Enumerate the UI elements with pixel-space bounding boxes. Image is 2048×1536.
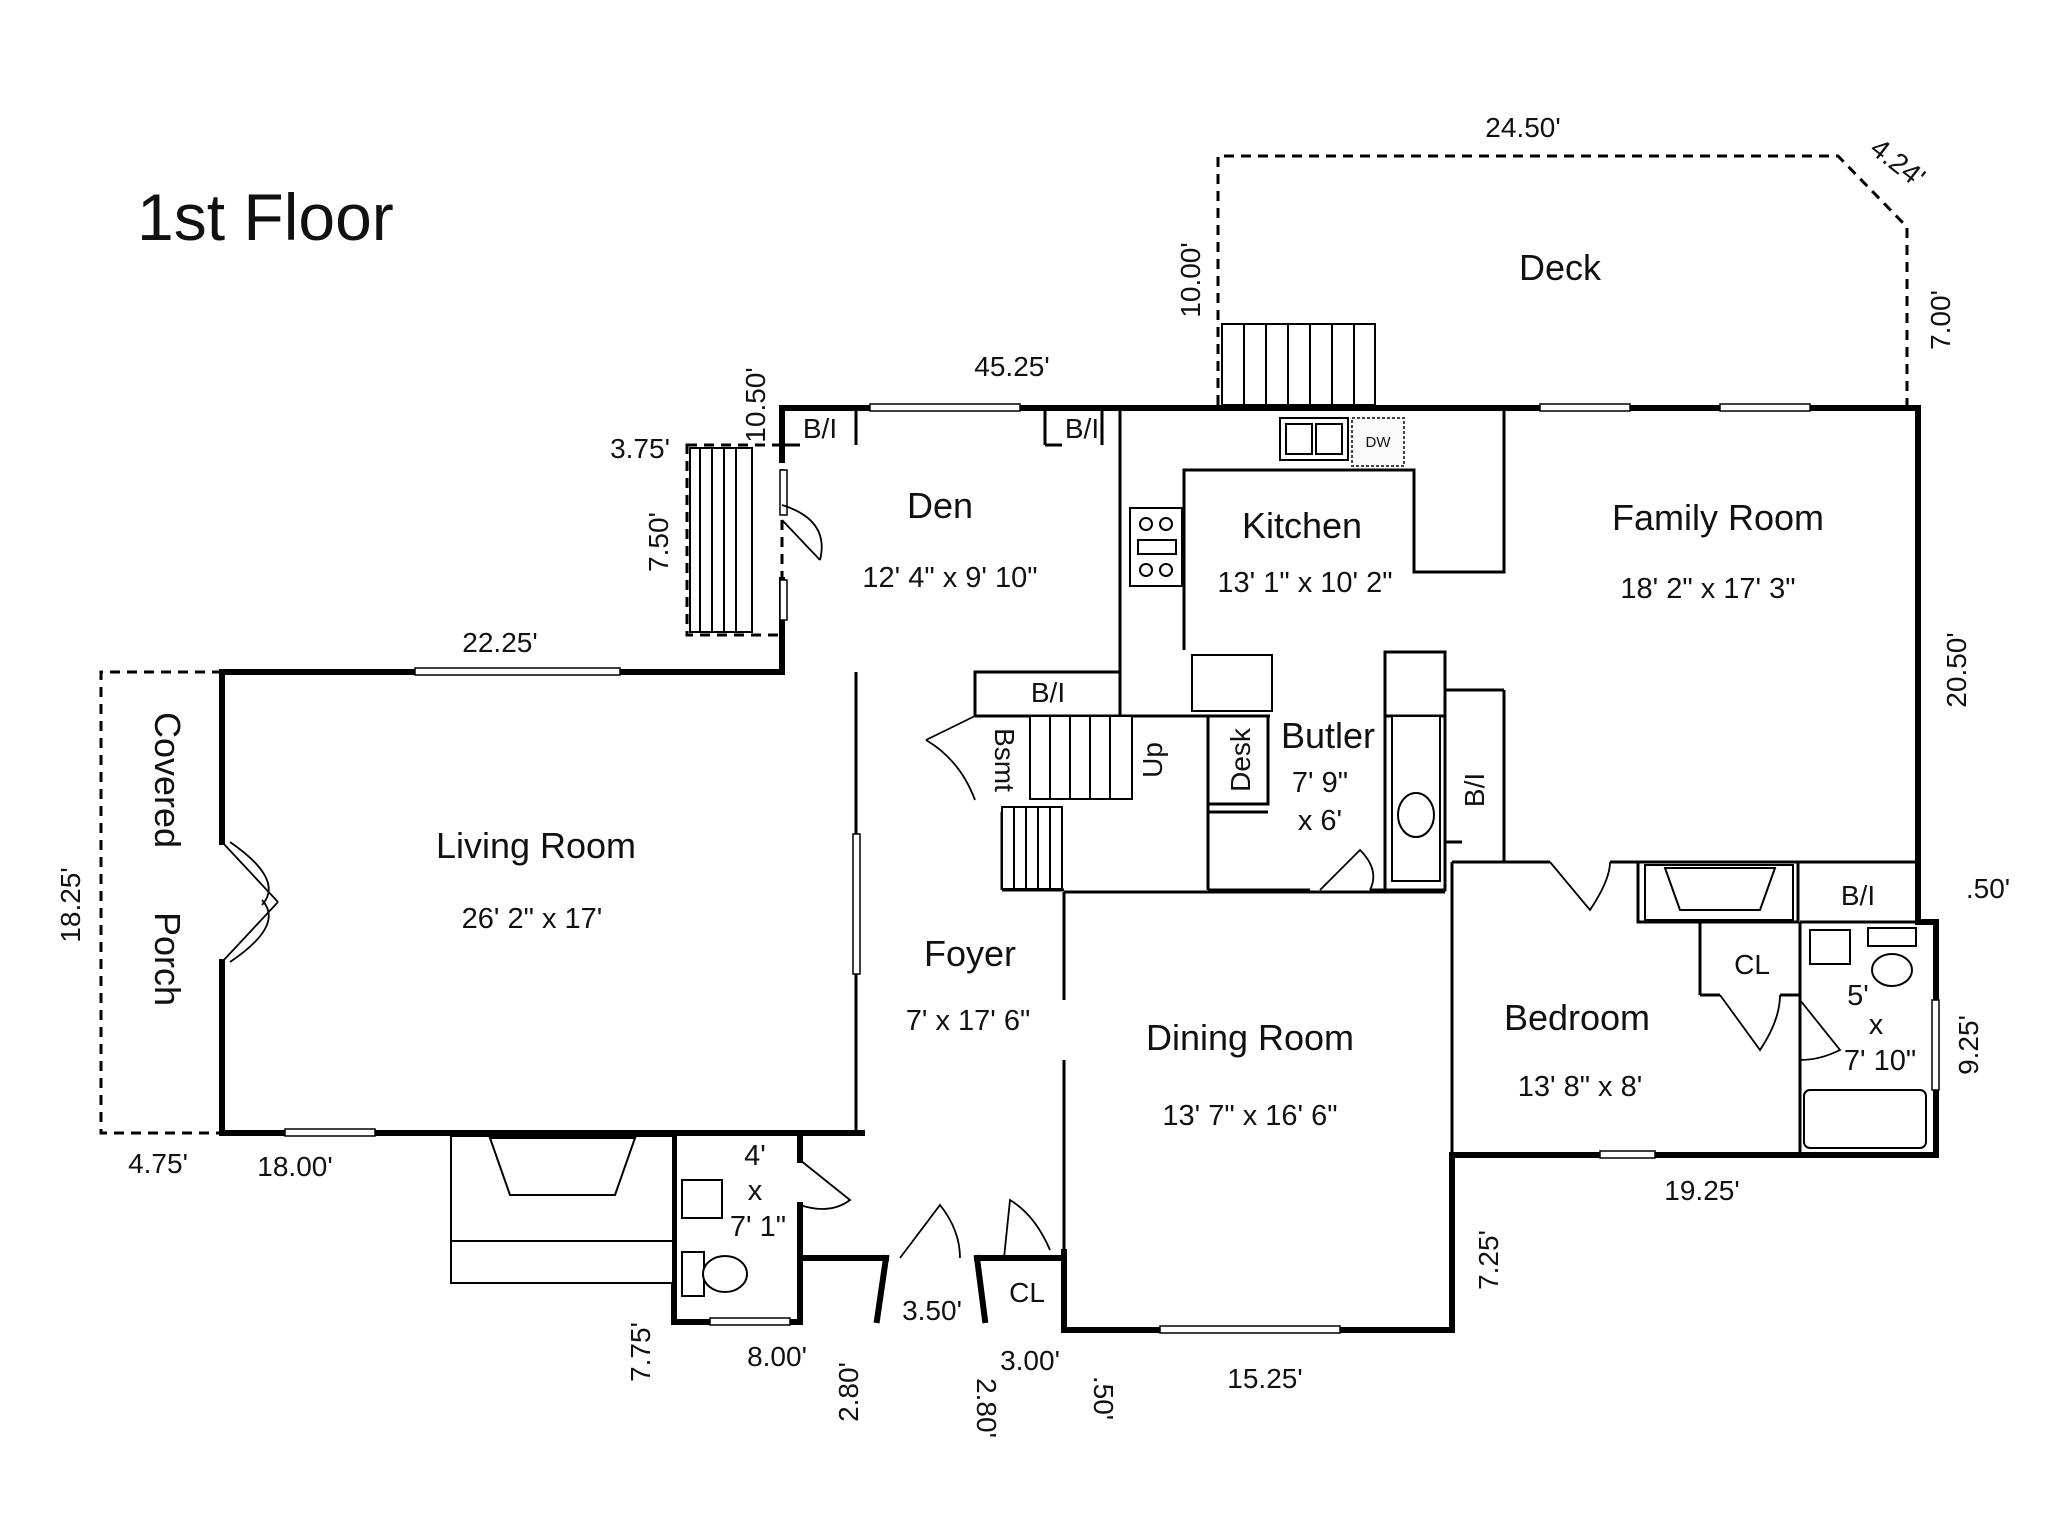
dim-den-stair-h: 10.50' bbox=[740, 367, 771, 442]
living-room-size: 26' 2" x 17' bbox=[462, 903, 603, 935]
dim-porch-left: 18.25' bbox=[55, 867, 86, 942]
butler-size-1: 7' 9" bbox=[1292, 767, 1348, 799]
cl-label-bedroom: CL bbox=[1734, 949, 1770, 980]
dim-porch-bottom: 4.75' bbox=[128, 1148, 188, 1179]
den-stairs bbox=[685, 443, 784, 637]
dim-entry-right-depth: 2.80' bbox=[971, 1378, 1002, 1438]
fixture-labels: B/I B/I B/I B/I B/I CL CL DW Desk Bsmt U… bbox=[803, 413, 1875, 1308]
dim-bedroom-bottom: 19.25' bbox=[1664, 1175, 1739, 1206]
dim-living-bottom: 18.00' bbox=[257, 1151, 332, 1182]
bi-label-den-left: B/I bbox=[803, 413, 837, 444]
dim-deck-left: 10.00' bbox=[1175, 242, 1206, 317]
dim-right-jog: .50' bbox=[1966, 873, 2010, 904]
den-label: Den bbox=[907, 485, 973, 526]
porch-label: Porch bbox=[147, 912, 188, 1006]
family-room-label: Family Room bbox=[1612, 497, 1824, 538]
dining-room-size: 13' 7" x 16' 6" bbox=[1162, 1100, 1337, 1132]
bath-right-size-3: 7' 10" bbox=[1844, 1045, 1916, 1077]
dim-entry-right-w: 3.00' bbox=[1000, 1345, 1060, 1376]
doors bbox=[221, 504, 1842, 1259]
den-size: 12' 4" x 9' 10" bbox=[862, 562, 1037, 594]
floor-title: 1st Floor bbox=[137, 180, 394, 254]
dim-den-stair-len: 7.50' bbox=[643, 512, 674, 572]
dim-front-jog: .50' bbox=[1088, 1376, 1119, 1420]
butler-size-2: x 6' bbox=[1298, 805, 1342, 837]
dim-bath-right: 9.25' bbox=[1953, 1015, 1984, 1075]
bath-left-size-2: x bbox=[748, 1175, 763, 1207]
bi-label-den-right: B/I bbox=[1065, 413, 1099, 444]
desk-label: Desk bbox=[1225, 727, 1256, 792]
windows bbox=[284, 403, 1940, 1334]
up-label: Up bbox=[1137, 742, 1168, 778]
dim-bath-bottom: 8.00' bbox=[747, 1341, 807, 1372]
deck-label: Deck bbox=[1519, 247, 1602, 288]
bi-label-stair: B/I bbox=[1031, 677, 1065, 708]
living-room-label: Living Room bbox=[436, 825, 636, 866]
dim-deck-top: 24.50' bbox=[1485, 112, 1560, 143]
foyer-size: 7' x 17' 6" bbox=[906, 1005, 1031, 1037]
fixtures bbox=[450, 417, 1927, 1297]
kitchen-size: 13' 1" x 10' 2" bbox=[1217, 567, 1392, 599]
bath-right-size-2: x bbox=[1869, 1009, 1884, 1041]
bath-left-size-1: 4' bbox=[744, 1140, 766, 1172]
dim-entry-left-depth: 2.80' bbox=[833, 1362, 864, 1422]
dim-dining-right: 7.25' bbox=[1473, 1230, 1504, 1290]
interior-stairs bbox=[1001, 715, 1133, 890]
bedroom-size: 13' 8" x 8' bbox=[1518, 1071, 1643, 1103]
deck-stairs bbox=[1221, 323, 1376, 406]
dim-living-top: 22.25' bbox=[462, 627, 537, 658]
dining-room-label: Dining Room bbox=[1146, 1017, 1354, 1058]
room-labels: Deck Den 12' 4" x 9' 10" Kitchen 13' 1" … bbox=[147, 247, 1916, 1243]
kitchen-label: Kitchen bbox=[1242, 505, 1362, 546]
family-room-size: 18' 2" x 17' 3" bbox=[1620, 573, 1795, 605]
dim-dining-bottom: 15.25' bbox=[1227, 1363, 1302, 1394]
bsmt-label: Bsmt bbox=[989, 728, 1020, 792]
covered-label: Covered bbox=[147, 712, 188, 848]
bi-label-bath: B/I bbox=[1841, 880, 1875, 911]
cl-label-entry: CL bbox=[1009, 1277, 1045, 1308]
bath-left-size-3: 7' 1" bbox=[730, 1211, 786, 1243]
dim-family-right: 20.50' bbox=[1941, 632, 1972, 707]
dim-entry-w: 3.50' bbox=[902, 1295, 962, 1326]
dim-deck-diag: 4.24' bbox=[1865, 132, 1931, 193]
covered-porch-outline bbox=[99, 670, 222, 1135]
dim-deck-right: 7.00' bbox=[1925, 290, 1956, 350]
deck bbox=[1216, 154, 1909, 406]
dim-bath-left: 7.75' bbox=[625, 1322, 656, 1382]
butler-label: Butler bbox=[1281, 715, 1375, 756]
foyer-label: Foyer bbox=[924, 933, 1016, 974]
dim-rear: 45.25' bbox=[974, 351, 1049, 382]
bedroom-label: Bedroom bbox=[1504, 997, 1650, 1038]
dim-den-stair-w: 3.75' bbox=[610, 433, 670, 464]
dw-label: DW bbox=[1366, 434, 1392, 451]
bath-right-size-1: 5' bbox=[1847, 980, 1869, 1012]
bi-label-family: B/I bbox=[1459, 773, 1490, 807]
